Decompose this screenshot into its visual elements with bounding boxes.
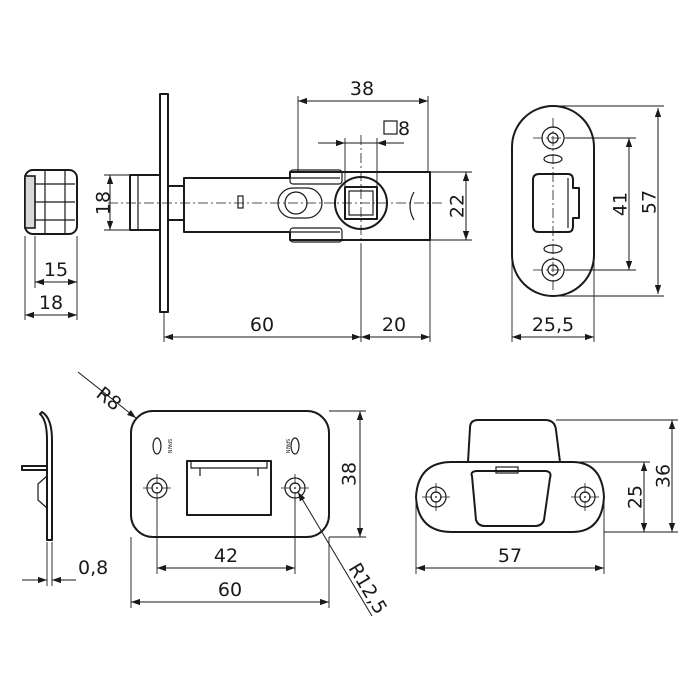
dim-keeper-57-text: 57 <box>498 545 522 567</box>
dim-keeper-36-text: 36 <box>653 464 675 488</box>
dim-keeper-25-text: 25 <box>625 485 647 509</box>
dim-latch-20-text: 20 <box>382 314 406 336</box>
latch-bolt <box>129 174 161 231</box>
brand-logo-icon <box>152 437 162 455</box>
spain-label-left: SPAIN <box>166 439 172 454</box>
dim-15-text: 15 <box>44 259 68 281</box>
latch-top-view: 18 22 38 8 60 20 <box>93 78 472 342</box>
dim-latch-18-text: 18 <box>93 191 115 215</box>
side-flange <box>24 175 36 229</box>
dim-latch-60-text: 60 <box>250 314 274 336</box>
dim-18-text: 18 <box>39 292 63 314</box>
keeper-opening <box>470 470 552 527</box>
dim-strike-38-text: 38 <box>339 462 361 486</box>
dim-face-41-text: 41 <box>610 192 632 216</box>
side-facets-v <box>44 170 66 234</box>
strike-opening <box>186 460 272 516</box>
dim-latch-22-text: 22 <box>447 194 469 218</box>
square-symbol-icon <box>383 120 398 135</box>
keeper-tongue <box>467 419 561 463</box>
strike-plate-view: SPAIN SPAIN R8 38 42 60 R12,5 <box>77 371 391 618</box>
dim-latch-38-text: 38 <box>350 78 374 100</box>
dim-r12-5-text: R12,5 <box>344 559 391 618</box>
dim-face-25-5-text: 25,5 <box>532 314 574 336</box>
keeper-view: 25 36 57 <box>415 419 678 574</box>
side-view: 15 18 <box>24 169 78 320</box>
strike-profile-lip <box>21 465 48 471</box>
brand-logo-icon <box>290 437 300 455</box>
dim-face-57-text: 57 <box>639 190 661 214</box>
dim-strike-60-text: 60 <box>218 579 242 601</box>
dim-thickness-text: 0,8 <box>78 557 108 579</box>
side-facets <box>35 183 75 221</box>
faceplate-front-view: 41 57 25,5 <box>511 105 664 342</box>
dim-strike-42-text: 42 <box>214 545 238 567</box>
dim-square-8-text: 8 <box>398 118 410 140</box>
faceplate-latch-opening <box>532 173 580 233</box>
strike-side-profile: 0,8 <box>21 411 108 586</box>
spain-label-right: SPAIN <box>284 439 290 454</box>
strike-profile-plate <box>39 411 53 541</box>
